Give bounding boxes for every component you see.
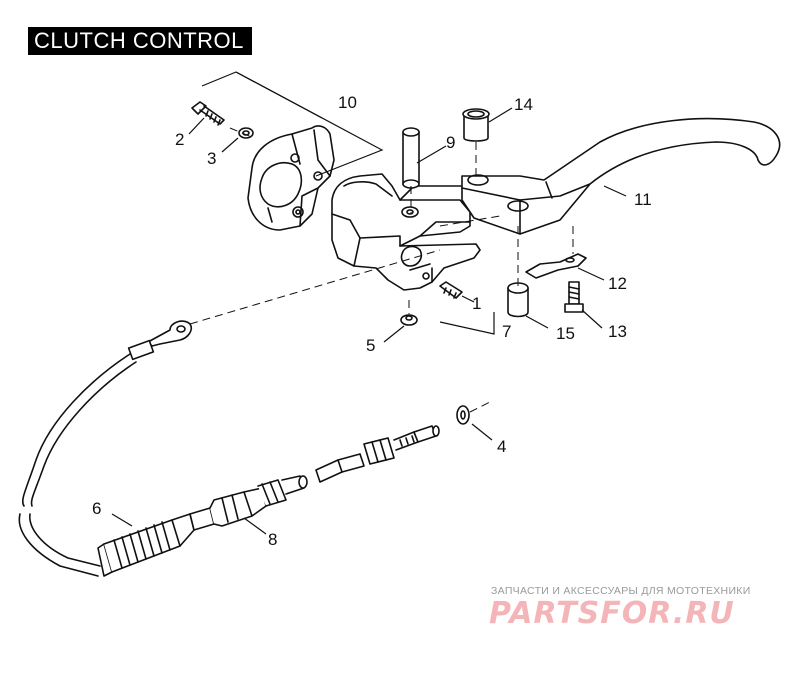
part-5-nut: [400, 314, 418, 326]
part-12-bracket: [525, 253, 587, 279]
callout-labels: 1 2 3 4 5 6 7 8 9 10 11 12 13 14 15: [92, 93, 652, 549]
watermark-brand: PARTSFOR.RU: [489, 596, 735, 631]
callout-6: 6: [92, 499, 101, 518]
part-4-washer: [456, 405, 470, 425]
part-7-perch: [331, 173, 481, 291]
callout-7: 7: [502, 322, 511, 341]
part-3-washer: [238, 127, 254, 139]
callout-15: 15: [556, 324, 575, 343]
part-15-sleeve: [507, 282, 529, 318]
callout-12: 12: [608, 274, 627, 293]
callout-8: 8: [268, 530, 277, 549]
part-2-screw: [191, 101, 225, 126]
callout-4: 4: [497, 437, 506, 456]
callout-5: 5: [366, 336, 375, 355]
callout-11: 11: [634, 190, 652, 209]
part-1-setscrew: [439, 281, 463, 299]
callout-9: 9: [446, 133, 455, 152]
part-8-adjuster: [189, 475, 308, 531]
part-10-clamp: [247, 125, 335, 231]
callout-10: 10: [338, 93, 357, 112]
callout-2: 2: [175, 130, 184, 149]
page-title: CLUTCH CONTROL: [28, 27, 252, 55]
cable-adjuster-upper: [315, 425, 440, 483]
clamp-ring: [313, 171, 323, 181]
part-6-cable: [18, 353, 195, 577]
leader-lines: [111, 71, 627, 535]
part-13-bolt: [564, 281, 584, 313]
part-9-pivot-pin: [402, 127, 420, 189]
watermark-subtitle: ЗАПЧАСТИ И АКСЕССУАРЫ ДЛЯ МОТОТЕХНИКИ: [491, 585, 751, 597]
callout-1: 1: [472, 294, 481, 313]
callout-3: 3: [207, 149, 216, 168]
part-11-lever: [461, 117, 781, 235]
callout-13: 13: [608, 322, 627, 341]
callout-14: 14: [514, 95, 533, 114]
cable-eyelet: [127, 320, 193, 361]
part-14-bushing: [462, 108, 490, 142]
alignment-lines: [189, 127, 574, 413]
